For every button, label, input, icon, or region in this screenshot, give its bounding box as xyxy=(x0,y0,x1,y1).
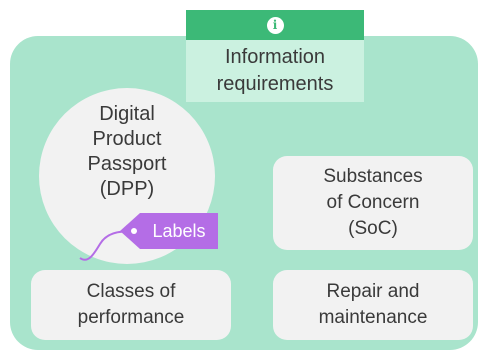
labels-tag-text: Labels xyxy=(152,220,206,241)
info-icon: i xyxy=(266,16,284,34)
header-tab: i xyxy=(186,10,364,40)
labels-tag-icon xyxy=(120,213,218,249)
information-requirements-title: Information requirements xyxy=(186,40,364,102)
dpp-circle: Digital Product Passport (DPP) xyxy=(39,88,215,264)
repair-and-maintenance-box: Repair and maintenance xyxy=(273,270,473,340)
classes-of-performance-box: Classes of performance xyxy=(31,270,231,340)
substances-of-concern-box: Substances of Concern (SoC) xyxy=(273,156,473,250)
